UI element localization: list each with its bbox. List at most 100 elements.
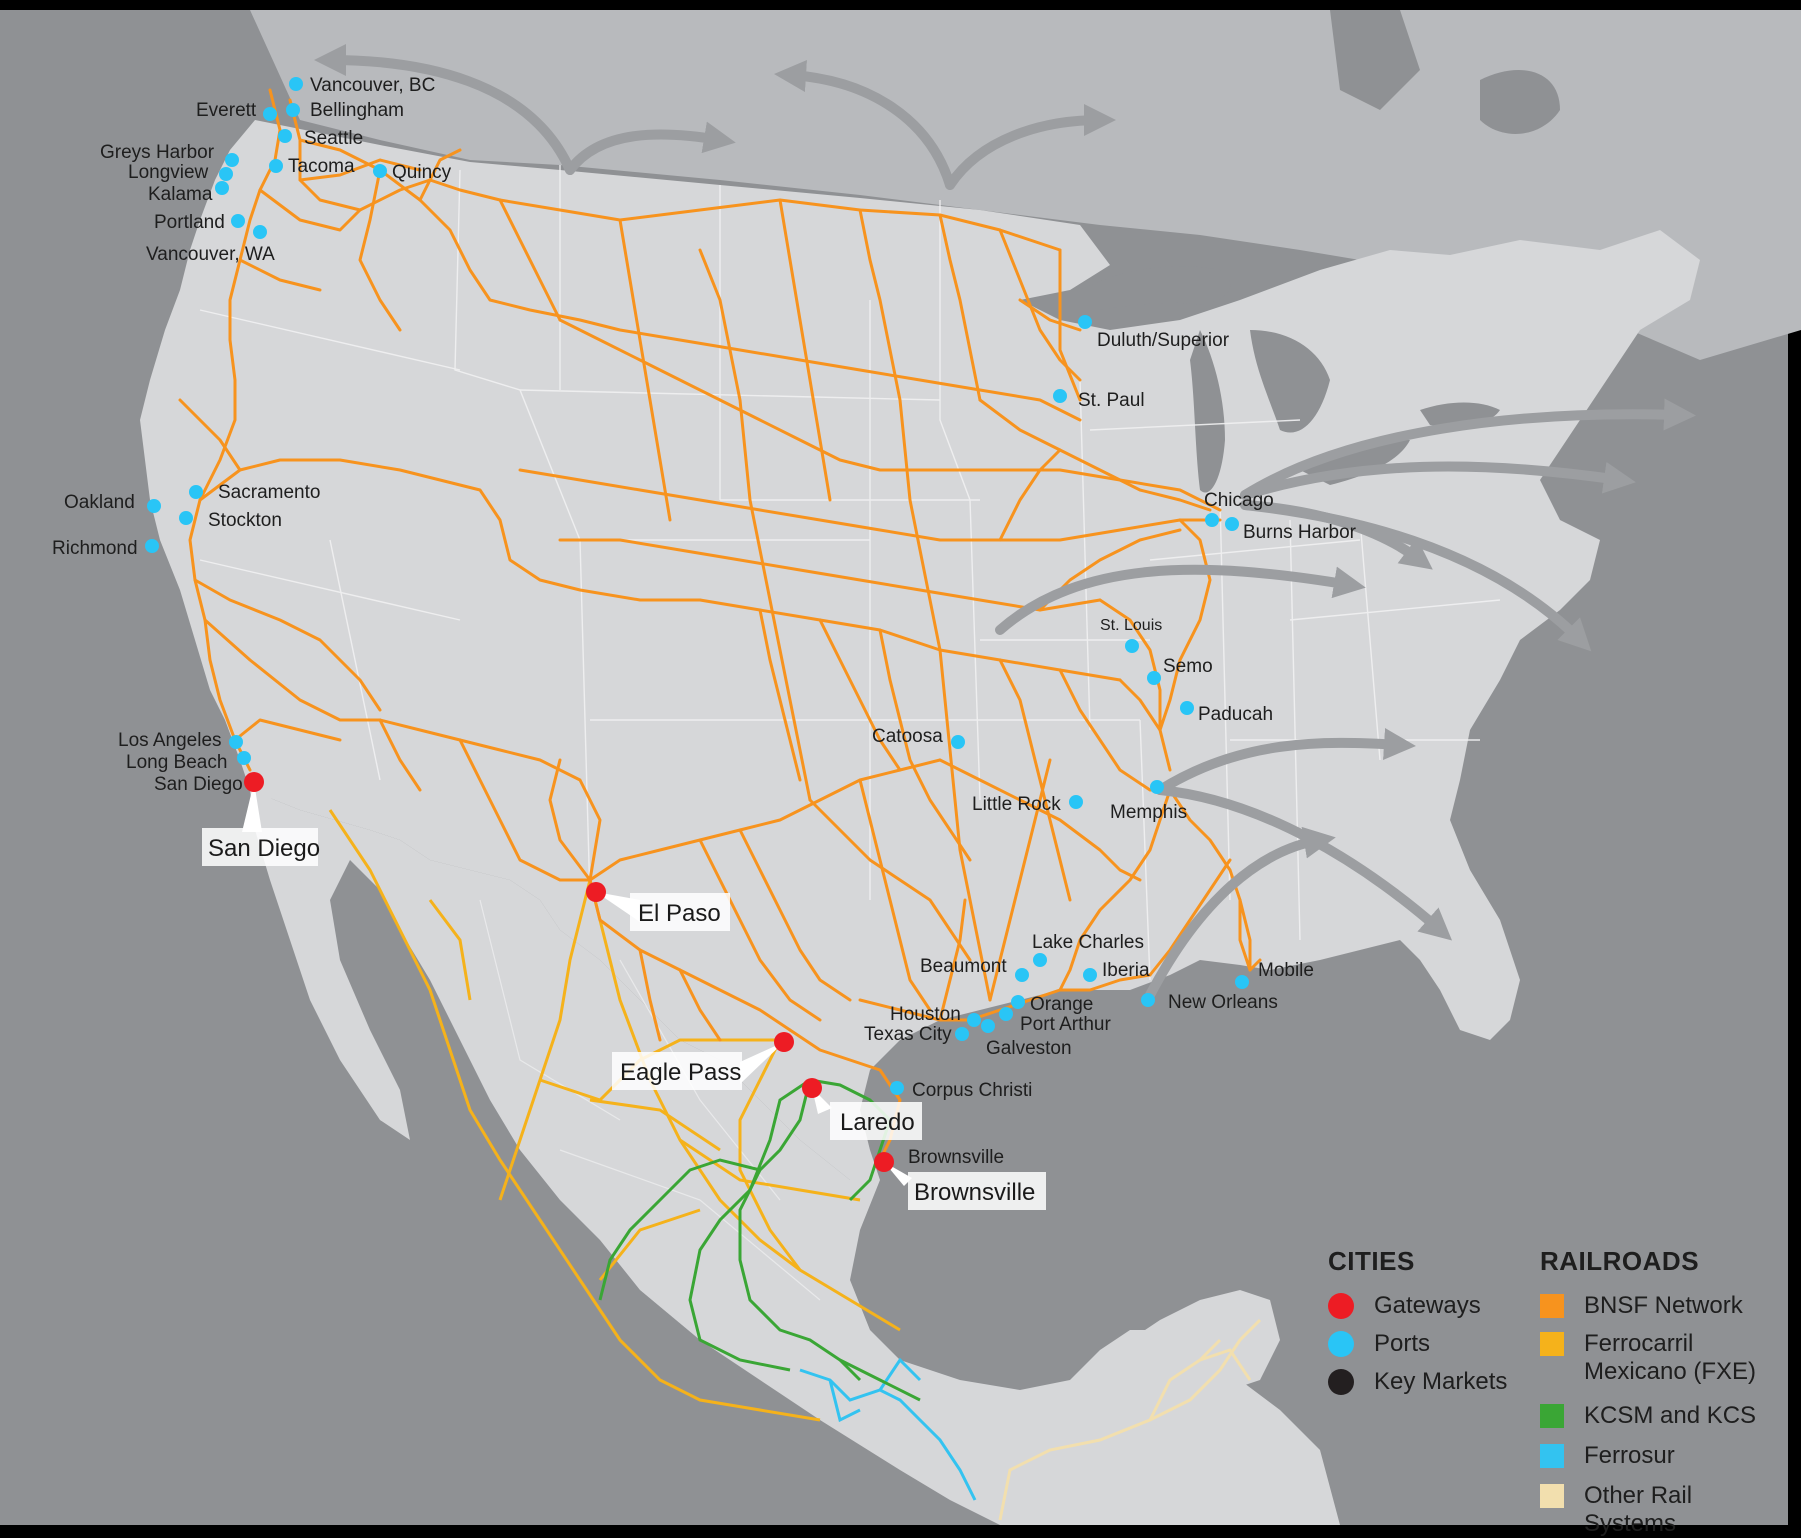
port-dot xyxy=(1083,968,1097,982)
port-dot xyxy=(263,107,277,121)
port-label: Orange xyxy=(1030,994,1093,1015)
port-swatch xyxy=(1328,1331,1354,1357)
port-dot xyxy=(1205,513,1219,527)
port-dot xyxy=(373,164,387,178)
gateway-label-box xyxy=(612,1052,742,1090)
port-label: Beaumont xyxy=(920,956,1007,977)
port-label: Mobile xyxy=(1258,960,1314,981)
legend-item-other: Other Rail Systems xyxy=(1540,1482,1790,1538)
port-dot xyxy=(269,159,283,173)
legend-label: Ports xyxy=(1374,1330,1431,1357)
port-label: Portland xyxy=(154,212,225,233)
port-dot xyxy=(179,511,193,525)
port-label: Long Beach xyxy=(126,752,227,773)
legend-label: Ferrocarril Mexicano (FXE) xyxy=(1584,1330,1757,1385)
port-label: Paducah xyxy=(1198,704,1273,725)
gateway-label: Laredo xyxy=(840,1109,915,1136)
port-label: Bellingham xyxy=(310,100,404,121)
kcsm-swatch xyxy=(1540,1404,1564,1428)
canada-landmass xyxy=(250,10,1801,360)
gateway-label: El Paso xyxy=(638,900,721,927)
gateway-leader xyxy=(242,782,262,832)
port-label: Los Angeles xyxy=(118,730,222,751)
port-label: Oakland xyxy=(64,492,135,513)
port-dot xyxy=(890,1081,904,1095)
port-dot xyxy=(1011,995,1025,1009)
port-dot xyxy=(286,103,300,117)
port-dot xyxy=(229,735,243,749)
ferrosur-rail xyxy=(799,1357,977,1501)
port-dot xyxy=(1235,975,1249,989)
gateway-leader xyxy=(596,892,640,922)
port-label: St. Paul xyxy=(1078,390,1145,411)
frame-top xyxy=(0,0,1801,10)
port-dot xyxy=(967,1013,981,1027)
other-rail-systems xyxy=(998,1318,1262,1521)
port-label: Greys Harbor xyxy=(100,142,215,163)
port-dot xyxy=(1125,639,1139,653)
port-dot xyxy=(1078,315,1092,329)
fxe-rail xyxy=(328,809,901,1422)
port-dot xyxy=(231,214,245,228)
port-label: Brownsville xyxy=(908,1147,1004,1168)
bnsf-rail xyxy=(178,88,1262,1162)
gateway-label: Eagle Pass xyxy=(620,1059,741,1086)
port-dot xyxy=(955,1027,969,1041)
fxe-swatch xyxy=(1540,1332,1564,1356)
port-dot xyxy=(999,1007,1013,1021)
flow-arrows xyxy=(314,44,1696,1000)
ferrosur-swatch xyxy=(1540,1444,1564,1468)
gateway-label-box xyxy=(630,893,730,931)
port-label: St. Louis xyxy=(1100,617,1162,634)
gateway-small-label: San Diego xyxy=(154,774,243,795)
port-label: Everett xyxy=(196,100,257,121)
state-borders xyxy=(199,165,1501,981)
gateway-swatch xyxy=(1328,1293,1354,1319)
port-label: Chicago xyxy=(1204,490,1274,511)
port-label: Memphis xyxy=(1110,802,1187,823)
port-dot xyxy=(981,1019,995,1033)
port-dot xyxy=(147,499,161,513)
gateway-label-box xyxy=(830,1102,922,1140)
other-swatch xyxy=(1540,1484,1564,1508)
port-label: Texas City xyxy=(864,1024,952,1045)
port-label: Vancouver, BC xyxy=(310,75,435,96)
baja-peninsula xyxy=(250,790,400,1120)
port-dot xyxy=(1141,993,1155,1007)
hudson-bay xyxy=(1330,10,1420,110)
port-dot xyxy=(237,751,251,765)
gateway-dot xyxy=(586,882,606,902)
gateways-layer: San Diego San Diego El Paso Eagle Pass L… xyxy=(154,772,1046,1210)
ports-layer: Vancouver, BC Everett Bellingham Seattle… xyxy=(52,75,1357,1168)
port-label: Lake Charles xyxy=(1032,932,1144,953)
port-label: Catoosa xyxy=(872,726,943,747)
bnsf-swatch xyxy=(1540,1294,1564,1318)
legend-item-bnsf: BNSF Network xyxy=(1540,1292,1743,1320)
port-label: Port Arthur xyxy=(1020,1014,1111,1035)
lake-superior xyxy=(1080,266,1231,310)
port-label: New Orleans xyxy=(1168,992,1278,1013)
port-dot xyxy=(253,225,267,239)
port-dot xyxy=(1180,701,1194,715)
gateway-label: Brownsville xyxy=(914,1179,1035,1206)
legend-label: KCSM and KCS xyxy=(1584,1402,1757,1429)
port-label: Stockton xyxy=(208,510,282,531)
mexico-state-borders xyxy=(479,899,821,1301)
yucatan xyxy=(1130,1290,1280,1390)
lake-michigan xyxy=(1190,330,1225,493)
legend-item-kcsm: KCSM and KCS xyxy=(1540,1402,1756,1430)
legend-item-gateways: Gateways xyxy=(1328,1292,1481,1320)
port-label: Corpus Christi xyxy=(912,1080,1032,1101)
port-dot xyxy=(278,129,292,143)
legend-item-ferrosur: Ferrosur xyxy=(1540,1442,1675,1470)
port-label: Tacoma xyxy=(288,156,355,177)
legend-railroads-heading: RAILROADS xyxy=(1540,1246,1700,1276)
legend-label: Key Markets xyxy=(1374,1368,1508,1395)
port-label: Semo xyxy=(1163,656,1213,677)
port-label: Duluth/Superior xyxy=(1097,330,1230,351)
canada-island xyxy=(1480,70,1560,134)
port-dot xyxy=(219,167,233,181)
gateway-dot xyxy=(774,1032,794,1052)
port-dot xyxy=(289,77,303,91)
